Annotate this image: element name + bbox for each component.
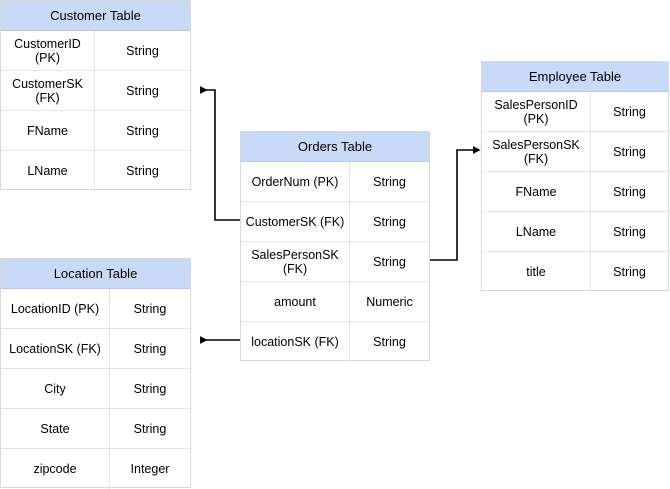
- table-row[interactable]: State String: [1, 409, 190, 449]
- column-type: String: [373, 214, 406, 229]
- column-type: String: [133, 341, 167, 356]
- column-name: FName: [482, 172, 591, 211]
- table-customer-title: Customer Table: [1, 1, 190, 31]
- column-name: CustomerID (PK): [1, 31, 95, 70]
- table-row[interactable]: zipcode Integer: [1, 449, 190, 489]
- column-name: State: [1, 409, 110, 448]
- column-name: CustomerSK (FK): [241, 202, 350, 241]
- table-row[interactable]: SalesPersonID (PK) String: [482, 92, 668, 132]
- table-orders-title: Orders Table: [241, 132, 429, 162]
- column-name: CustomerSK (FK): [1, 71, 95, 110]
- column-type: String: [133, 421, 167, 436]
- column-type: String: [133, 381, 167, 396]
- table-orders[interactable]: Orders Table OrderNum (PK) String Custom…: [240, 131, 430, 362]
- column-name: SalesPersonID (PK): [482, 92, 591, 131]
- column-type: Numeric: [366, 294, 413, 309]
- column-type: String: [133, 301, 167, 316]
- table-location[interactable]: Location Table LocationID (PK) String Lo…: [0, 258, 191, 489]
- table-row[interactable]: amount Numeric: [241, 282, 429, 322]
- table-row[interactable]: LName String: [1, 151, 190, 191]
- column-type: String: [613, 104, 646, 119]
- table-row[interactable]: CustomerSK (FK) String: [241, 202, 429, 242]
- table-row[interactable]: OrderNum (PK) String: [241, 162, 429, 202]
- column-type: String: [126, 164, 159, 178]
- column-name: SalesPersonSK (FK): [241, 242, 350, 281]
- column-type: String: [613, 144, 646, 159]
- table-row[interactable]: CustomerSK (FK) String: [1, 71, 190, 111]
- column-name: LocationSK (FK): [1, 329, 110, 368]
- table-customer[interactable]: Customer Table CustomerID (PK) String Cu…: [0, 0, 191, 191]
- column-type: String: [373, 254, 406, 269]
- table-row[interactable]: SalesPersonSK (FK) String: [241, 242, 429, 282]
- column-name: OrderNum (PK): [241, 162, 350, 201]
- column-type: String: [613, 224, 646, 239]
- column-name: City: [1, 369, 110, 408]
- column-type: Integer: [130, 462, 170, 476]
- column-name: amount: [241, 282, 350, 321]
- column-type: String: [613, 184, 646, 199]
- column-type: String: [126, 83, 159, 98]
- table-row[interactable]: title String: [482, 252, 668, 292]
- table-location-title: Location Table: [1, 259, 190, 289]
- column-name: LName: [482, 212, 591, 251]
- table-row[interactable]: locationSK (FK) String: [241, 322, 429, 362]
- column-name: zipcode: [1, 449, 110, 489]
- column-name: title: [482, 252, 591, 292]
- column-type: String: [126, 123, 159, 138]
- table-row[interactable]: CustomerID (PK) String: [1, 31, 190, 71]
- column-type: String: [613, 265, 646, 279]
- table-employee[interactable]: Employee Table SalesPersonID (PK) String…: [481, 61, 669, 292]
- table-row[interactable]: City String: [1, 369, 190, 409]
- column-type: String: [373, 335, 406, 349]
- table-row[interactable]: LocationID (PK) String: [1, 289, 190, 329]
- table-row[interactable]: SalesPersonSK (FK) String: [482, 132, 668, 172]
- column-name: locationSK (FK): [241, 322, 350, 362]
- connector-orders-to-customer: [200, 86, 240, 221]
- column-name: FName: [1, 111, 95, 150]
- column-name: SalesPersonSK (FK): [482, 132, 591, 171]
- table-row[interactable]: LName String: [482, 212, 668, 252]
- table-employee-title: Employee Table: [482, 62, 668, 92]
- column-type: String: [126, 43, 159, 58]
- column-name: LocationID (PK): [1, 289, 110, 328]
- table-row[interactable]: FName String: [1, 111, 190, 151]
- table-row[interactable]: LocationSK (FK) String: [1, 329, 190, 369]
- connector-orders-to-employee: [430, 146, 481, 261]
- column-type: String: [373, 174, 406, 189]
- table-row[interactable]: FName String: [482, 172, 668, 212]
- column-name: LName: [1, 151, 95, 191]
